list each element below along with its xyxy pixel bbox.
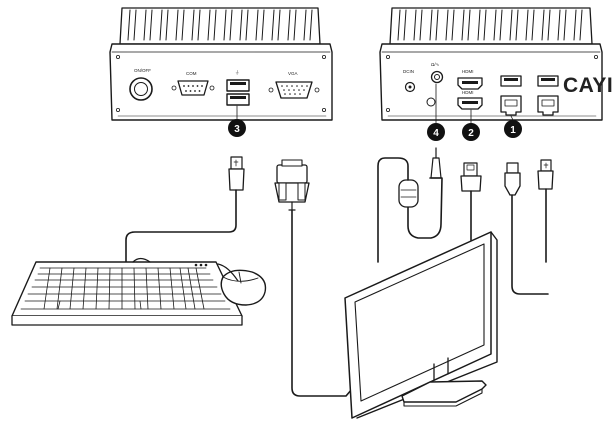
spare-usb-cable — [537, 159, 554, 263]
hdmi-cable — [460, 162, 482, 241]
vga-cable — [274, 159, 353, 397]
hdmi-ports — [457, 77, 483, 110]
lan-ports — [500, 95, 559, 116]
svg-text:1: 1 — [510, 125, 516, 136]
keyboard — [11, 261, 243, 326]
power-label: ON/OFF — [134, 68, 151, 73]
callout-badge-3: 3 — [228, 119, 246, 137]
com-label: COM — [186, 71, 197, 76]
keyboard-usb-cable — [125, 156, 245, 263]
monitor — [344, 231, 498, 419]
mouse — [132, 257, 267, 306]
hdmi-bottom-label: HDMI — [462, 90, 474, 95]
vga-port — [268, 81, 320, 99]
usb-ports — [226, 79, 250, 106]
right-media-player: DCIN Ω/∿ HDMI HDMI — [379, 7, 613, 121]
right-heatsink-fins — [397, 9, 583, 41]
right-usb-ports — [500, 75, 559, 87]
svg-text:4: 4 — [433, 128, 439, 139]
vga-label: VGA — [288, 71, 298, 76]
power-button — [129, 77, 153, 101]
dc-in-port — [404, 81, 416, 93]
svg-text:3: 3 — [234, 124, 240, 135]
left-heatsink-fins — [127, 9, 313, 41]
hdmi-top-label: HDMI — [462, 69, 474, 74]
svg-text:2: 2 — [468, 128, 474, 139]
dc-in-label: DCIN — [403, 69, 414, 74]
audio-label: Ω/∿ — [431, 62, 440, 67]
callout-badge-1: 1 — [504, 120, 522, 138]
audio-cable — [377, 147, 443, 263]
lan-cable — [504, 162, 549, 295]
left-media-player: ON/OFF COM ⏚ — [109, 7, 333, 121]
keyboard-keys — [20, 267, 231, 310]
com-port — [171, 80, 215, 96]
brand-logo: CAYIN — [563, 74, 613, 97]
callout-badge-4: 4 — [427, 123, 445, 141]
usb-label: ⏚ — [235, 69, 240, 75]
callout-badge-2: 2 — [462, 123, 480, 141]
audio-jack — [426, 70, 444, 107]
